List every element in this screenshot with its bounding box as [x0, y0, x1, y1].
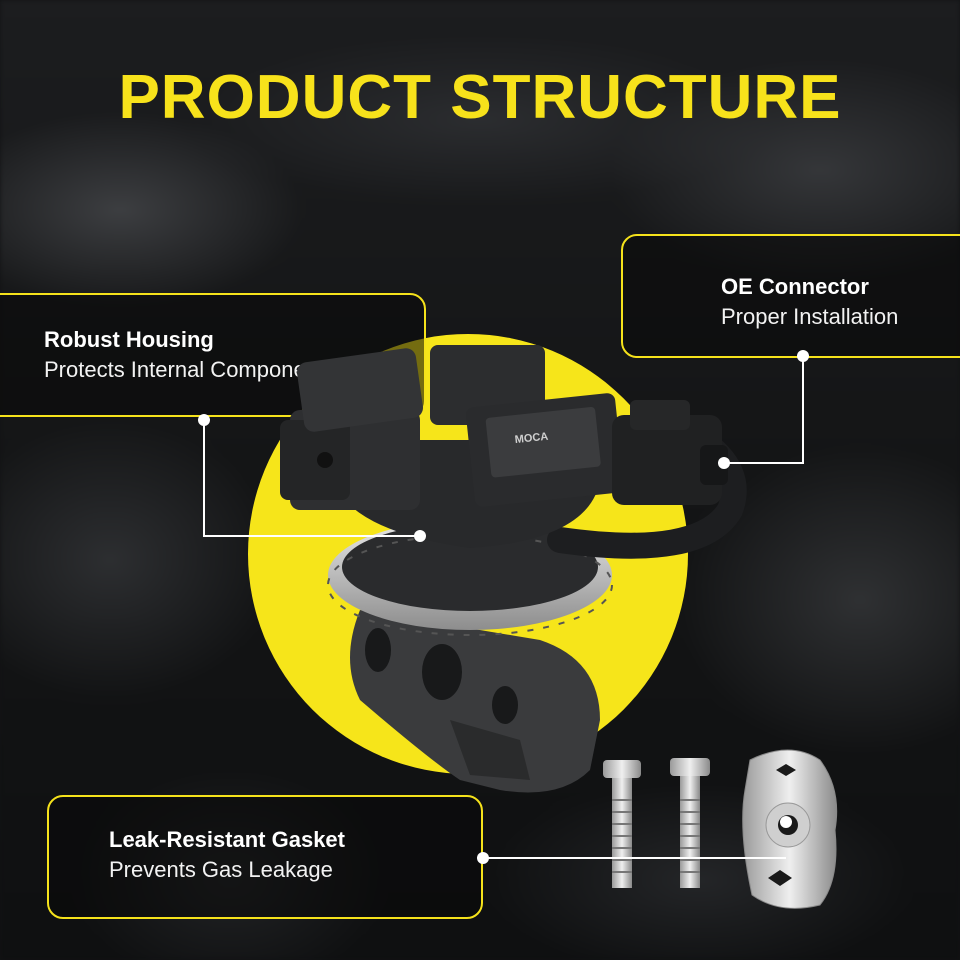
- callout-leak-resistant-gasket: Leak-Resistant Gasket Prevents Gas Leaka…: [47, 795, 483, 919]
- callout-leader-lines: [203, 356, 804, 859]
- valve-housing: MOCA: [280, 345, 625, 548]
- oe-connector: [612, 400, 728, 505]
- callout-text: Proper Installation: [721, 304, 899, 329]
- brand-mark-text: MOCA: [514, 431, 549, 446]
- callout-text: Prevents Gas Leakage: [109, 857, 333, 882]
- gasket-plate: [742, 749, 838, 909]
- mounting-flange: [350, 610, 600, 793]
- metal-ring: [327, 520, 613, 636]
- mounting-bolt: [603, 760, 641, 888]
- callout-heading: Robust Housing: [44, 327, 214, 352]
- callout-heading: OE Connector: [721, 274, 869, 299]
- callout-text: Protects Internal Components: [44, 357, 336, 382]
- mounting-bolt: [670, 758, 710, 888]
- callout-oe-connector: OE Connector Proper Installation: [621, 234, 960, 358]
- callout-heading: Leak-Resistant Gasket: [109, 827, 345, 852]
- callout-leader-dots: [198, 350, 809, 864]
- page-title: PRODUCT STRUCTURE: [118, 63, 842, 132]
